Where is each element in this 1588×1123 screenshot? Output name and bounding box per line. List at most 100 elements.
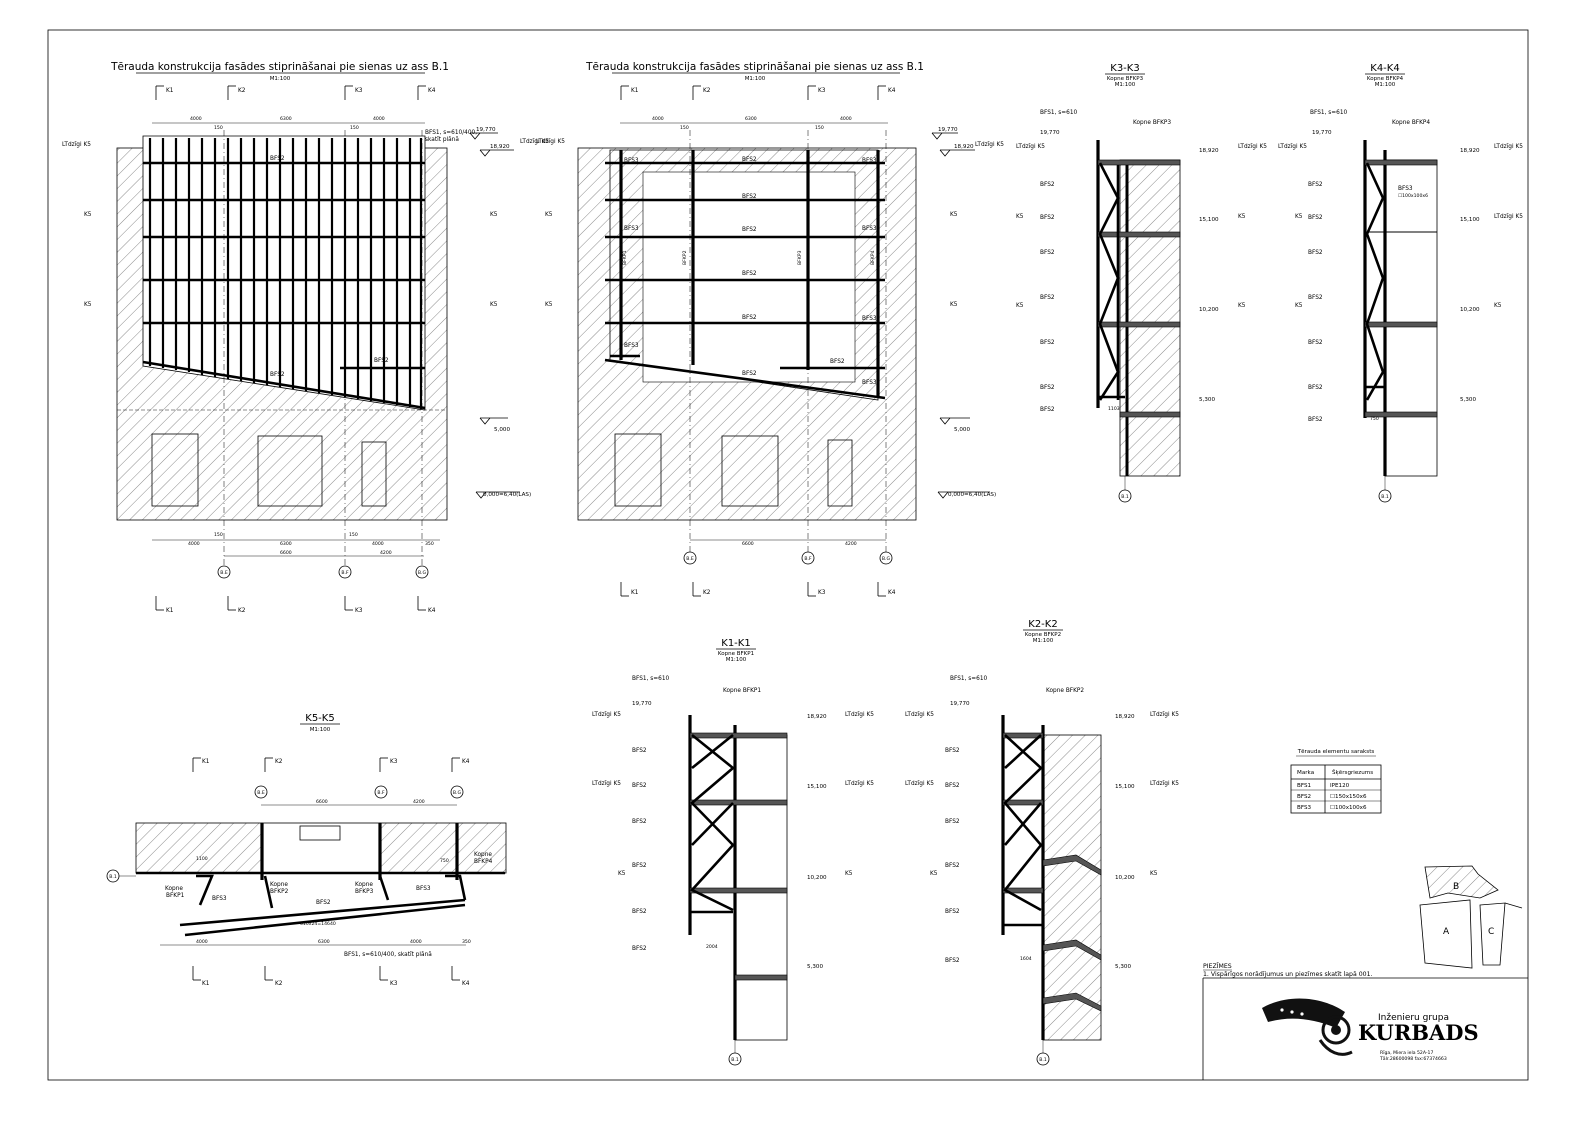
svg-text:K5: K5 xyxy=(1150,871,1158,877)
svg-text:0,000=6,40(LAS): 0,000=6,40(LAS) xyxy=(483,492,531,498)
company-name: KURBADS xyxy=(1358,1020,1479,1045)
svg-text:BFS2: BFS2 xyxy=(1040,407,1055,413)
svg-text:M1:100: M1:100 xyxy=(1375,82,1396,88)
svg-text:10,200: 10,200 xyxy=(1115,875,1135,881)
svg-text:B.G: B.G xyxy=(418,570,427,576)
svg-text:4000: 4000 xyxy=(190,116,202,122)
svg-text:4200: 4200 xyxy=(380,550,392,556)
svg-text:Kopne BFKP4: Kopne BFKP4 xyxy=(1367,76,1404,82)
svg-text:4200: 4200 xyxy=(413,799,425,805)
svg-text:M1:100: M1:100 xyxy=(310,727,331,733)
svg-text:BFKP3: BFKP3 xyxy=(355,889,374,895)
svg-text:LTdzīgi K5: LTdzīgi K5 xyxy=(536,139,565,145)
svg-text:Kopne: Kopne xyxy=(355,882,373,888)
svg-text:19,770: 19,770 xyxy=(950,701,970,707)
svg-text:K3: K3 xyxy=(390,759,398,765)
svg-text:M1:100: M1:100 xyxy=(1115,82,1136,88)
steel-elements-table: Tērauda elementu saraksts Marka Šķērsgri… xyxy=(1290,749,1382,814)
svg-text:BFS1, s=610: BFS1, s=610 xyxy=(632,676,670,682)
svg-text:K4: K4 xyxy=(462,981,470,987)
svg-text:K1: K1 xyxy=(631,88,639,94)
svg-text:Kopne: Kopne xyxy=(270,882,288,888)
svg-text:18,920: 18,920 xyxy=(1115,714,1135,720)
svg-text:M1:100: M1:100 xyxy=(726,657,747,663)
svg-text:B.1: B.1 xyxy=(109,874,117,880)
section-k5: K5-K5 M1:100 K1 K2 K3 K4 B.E B.F B.G 660… xyxy=(106,713,507,987)
svg-text:C: C xyxy=(1488,927,1494,937)
svg-text:BFS2: BFS2 xyxy=(632,946,647,952)
svg-text:350: 350 xyxy=(462,939,471,945)
notes: PIEZĪMES 1. Vispārīgos norādījumus un pi… xyxy=(1203,961,1373,978)
svg-text:6300: 6300 xyxy=(280,116,292,122)
svg-text:BFS2: BFS2 xyxy=(742,157,757,163)
svg-text:350: 350 xyxy=(425,541,434,547)
svg-text:BFS3: BFS3 xyxy=(624,158,639,164)
mark-k2: K2 xyxy=(238,88,246,94)
company-small: Inženieru grupa xyxy=(1378,1013,1449,1023)
svg-text:BFS3: BFS3 xyxy=(416,886,431,892)
section-k4: K4-K4 Kopne BFKP4 M1:100 BFS1, s=610 Kop… xyxy=(1278,63,1523,503)
svg-text:K5: K5 xyxy=(545,302,553,308)
svg-text:K5: K5 xyxy=(950,212,958,218)
section-k2: K2-K2 Kopne BFKP2 M1:100 BFS1, s=610 Kop… xyxy=(905,619,1179,1066)
svg-text:BFS3: BFS3 xyxy=(862,380,877,386)
svg-text:BFS3: BFS3 xyxy=(624,226,639,232)
svg-text:K1: K1 xyxy=(166,608,174,614)
svg-text:BFS2: BFS2 xyxy=(1308,340,1323,346)
svg-text:4000: 4000 xyxy=(196,939,208,945)
svg-text:15,100: 15,100 xyxy=(1460,217,1480,223)
svg-text:K3: K3 xyxy=(390,981,398,987)
svg-text:BFS2: BFS2 xyxy=(1308,182,1323,188)
svg-text:BFS2: BFS2 xyxy=(632,783,647,789)
mark-k4: K4 xyxy=(428,88,436,94)
svg-text:B.E: B.E xyxy=(220,570,228,576)
svg-text:K5: K5 xyxy=(1295,214,1303,220)
svg-text:K4: K4 xyxy=(888,88,896,94)
svg-text:LTdzīgi K5: LTdzīgi K5 xyxy=(1278,144,1307,150)
svg-text:LTdzīgi K5: LTdzīgi K5 xyxy=(1494,144,1523,150)
svg-text:BFS2: BFS2 xyxy=(1308,385,1323,391)
svg-text:BFS2: BFS2 xyxy=(1040,182,1055,188)
svg-text:LTdzīgi K5: LTdzīgi K5 xyxy=(845,781,874,787)
svg-text:6600: 6600 xyxy=(280,550,292,556)
svg-text:K5: K5 xyxy=(1238,303,1246,309)
svg-text:15,100: 15,100 xyxy=(807,784,827,790)
svg-text:LTdzīgi K5: LTdzīgi K5 xyxy=(62,142,91,148)
svg-text:B.E: B.E xyxy=(257,790,265,796)
svg-text:A: A xyxy=(1443,927,1450,937)
svg-text:K5: K5 xyxy=(1016,214,1024,220)
svg-text:K5: K5 xyxy=(1016,303,1024,309)
svg-text:BFKP4: BFKP4 xyxy=(474,859,493,865)
svg-text:Kopne BFKP4: Kopne BFKP4 xyxy=(1392,120,1430,126)
svg-text:10,200: 10,200 xyxy=(1199,307,1219,313)
svg-text:B: B xyxy=(1453,882,1459,892)
svg-text:Kopne BFKP2: Kopne BFKP2 xyxy=(1025,632,1061,638)
svg-text:Kopne BFKP3: Kopne BFKP3 xyxy=(1133,120,1171,126)
svg-text:4000: 4000 xyxy=(188,541,200,547)
svg-text:19,770: 19,770 xyxy=(938,127,958,133)
svg-text:4000: 4000 xyxy=(372,541,384,547)
svg-text:B.F: B.F xyxy=(377,790,385,796)
svg-text:18,920: 18,920 xyxy=(954,144,974,150)
svg-text:150: 150 xyxy=(349,532,358,538)
svg-text:BFS2: BFS2 xyxy=(270,156,285,162)
company-address: Rīga, Miera iela 52A-17 xyxy=(1380,1050,1433,1056)
svg-text:BFKP4: BFKP4 xyxy=(870,250,876,265)
svg-text:BFS3: BFS3 xyxy=(1398,186,1413,192)
svg-text:4200: 4200 xyxy=(845,541,857,547)
note-bfs1: BFS1, s=610/400, xyxy=(425,130,477,136)
svg-text:18,920: 18,920 xyxy=(1460,148,1480,154)
svg-text:K1: K1 xyxy=(202,759,210,765)
section-k1: K1-K1 Kopne BFKP1 M1:100 BFS1, s=610 Kop… xyxy=(592,638,874,1066)
svg-text:LTdzīgi K5: LTdzīgi K5 xyxy=(1150,712,1179,718)
svg-text:K5: K5 xyxy=(845,871,853,877)
svg-text:K5: K5 xyxy=(545,212,553,218)
sheet-border xyxy=(47,29,1529,1081)
svg-text:150: 150 xyxy=(214,532,223,538)
svg-text:IPE120: IPE120 xyxy=(1330,783,1350,789)
table-title: Tērauda elementu saraksts xyxy=(1297,749,1375,755)
svg-text:K5: K5 xyxy=(1295,303,1303,309)
svg-text:Kopne BFKP1: Kopne BFKP1 xyxy=(723,688,761,694)
svg-text:Šķērsgriezums: Šķērsgriezums xyxy=(1332,769,1373,776)
svg-text:Kopne BFKP3: Kopne BFKP3 xyxy=(1107,76,1144,82)
